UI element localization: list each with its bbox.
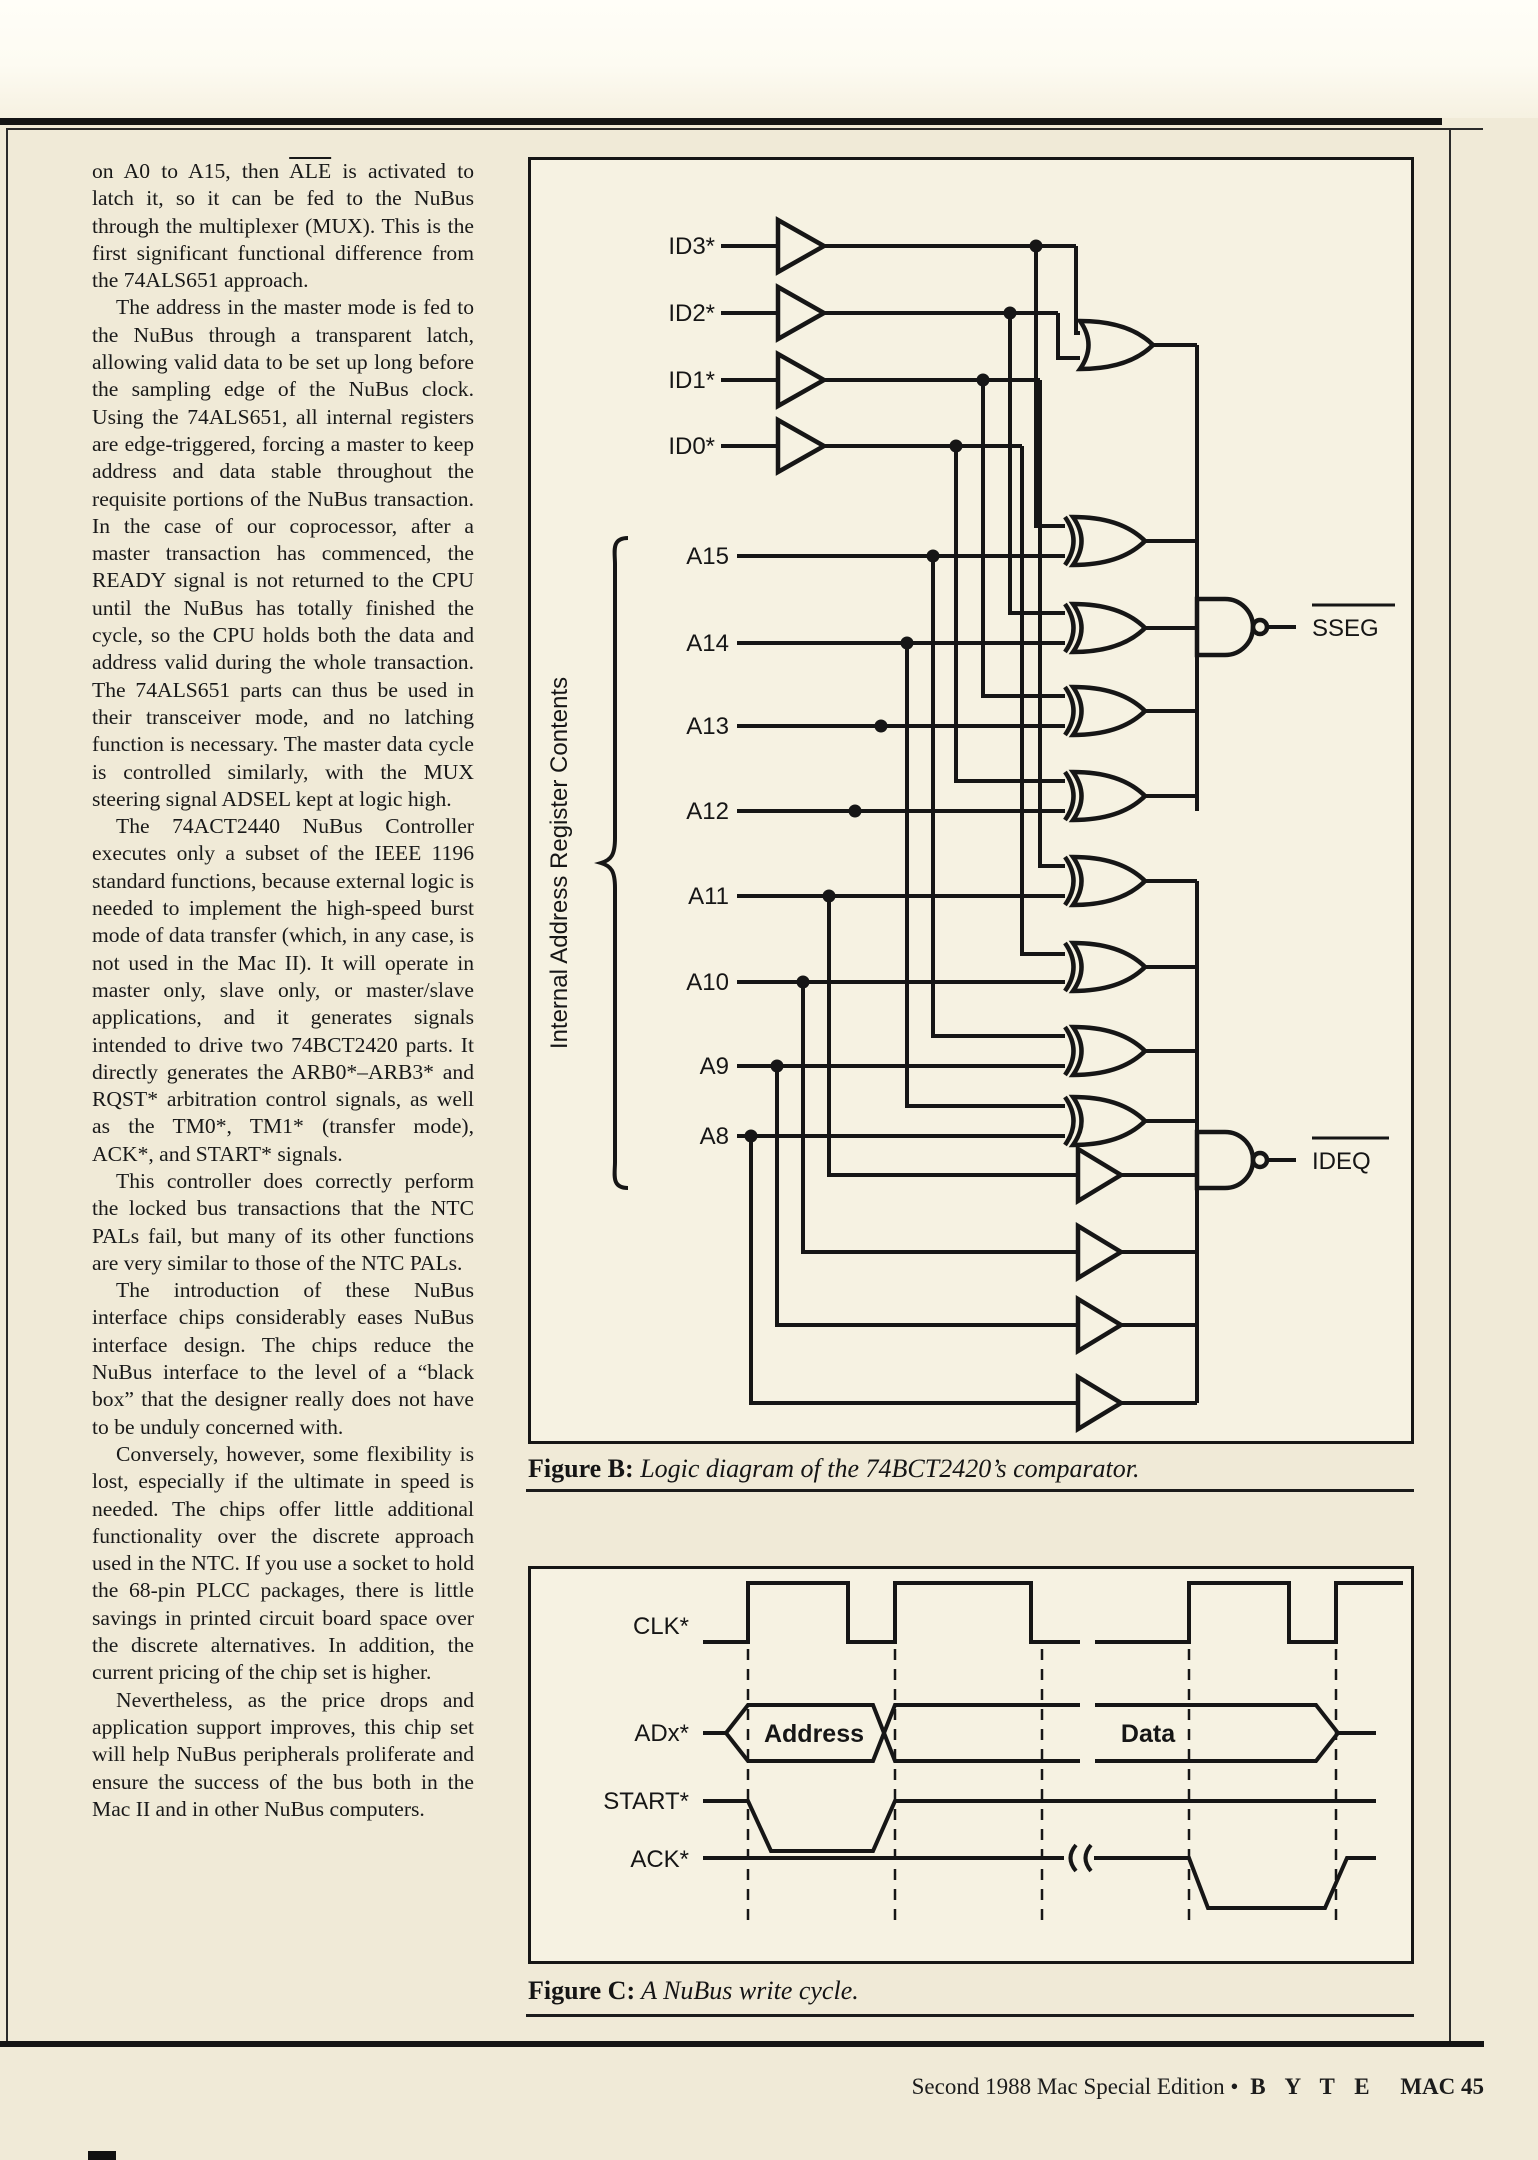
a11-tap	[827, 896, 1078, 1177]
buffer-outputs	[1121, 1173, 1197, 1405]
sseg-label: SSEG	[1312, 615, 1379, 642]
footer-edition: Second 1988 Mac Special Edition	[911, 2074, 1225, 2099]
paragraph: This controller does correctly perform t…	[92, 1168, 474, 1275]
paragraph: Nevertheless, as the price drops and app…	[92, 1687, 474, 1821]
xor-upper-outputs	[1145, 539, 1197, 798]
id3-label: ID3*	[668, 233, 715, 260]
article-text-column: on A0 to A15, then ALE is activated to l…	[92, 158, 474, 1823]
a10-label: A10	[686, 969, 729, 996]
ack-label: ACK*	[630, 1846, 689, 1873]
id0-label: ID0*	[668, 433, 715, 460]
bottom-buffers	[1075, 1145, 1126, 1433]
bottom-rule	[0, 2041, 1484, 2047]
buffer-icon	[775, 350, 829, 410]
nand-gate-icon	[1194, 596, 1256, 658]
adx-bus-edge	[724, 1703, 1340, 1763]
id3-wire	[824, 244, 1080, 335]
address-phase-label: Address	[764, 1720, 864, 1748]
a8-tap	[749, 1136, 1078, 1405]
top-rule-thin	[6, 128, 1483, 130]
junction-dots	[744, 239, 1043, 1143]
figure-b-caption: Figure B: Logic diagram of the 74BCT2420…	[528, 1454, 1140, 1483]
comparator-logic-diagram: ID3* ID2* ID1* ID0* Internal Address Reg…	[546, 216, 1395, 1433]
id0-wire	[824, 444, 1071, 956]
paragraph: Conversely, however, some flexibility is…	[92, 1441, 474, 1685]
xor-lower-outputs	[1145, 879, 1197, 1123]
footer-bullet: •	[1230, 2074, 1239, 2099]
or-gate-icon	[1075, 318, 1157, 372]
nubus-write-cycle-timing: CLK* ADx* START* ACK* Address Data	[603, 1581, 1403, 1929]
brace-label: Internal Address Register Contents	[546, 677, 573, 1049]
a11-label: A11	[688, 883, 729, 910]
top-rule	[0, 118, 1442, 125]
paragraph: The introduction of these NuBus interfac…	[92, 1278, 474, 1439]
frame-left	[6, 128, 8, 2043]
data-phase-label: Data	[1121, 1720, 1176, 1748]
ideq-label: IDEQ	[1312, 1148, 1371, 1175]
start-waveform	[703, 1799, 1376, 1853]
a14-tap	[905, 643, 1071, 1108]
time-break-icon	[1068, 1843, 1093, 1873]
clock-sample-dashes	[746, 1649, 1338, 1929]
id3-tap	[1034, 246, 1071, 528]
frame-right	[1449, 128, 1451, 2043]
scan-artifact	[88, 2151, 116, 2160]
id1-label: ID1*	[668, 367, 715, 394]
clk-waveform	[703, 1581, 1403, 1644]
id1-tap	[981, 380, 1071, 698]
a9-label: A9	[700, 1053, 729, 1080]
adx-bus-edge	[724, 1703, 1340, 1763]
inverter-bubble-icon	[1250, 617, 1270, 637]
start-label: START*	[603, 1788, 689, 1815]
a14-label: A14	[686, 630, 729, 657]
xor-gates-lower	[1063, 854, 1149, 1148]
page-top-margin	[0, 0, 1538, 118]
id2-label: ID2*	[668, 300, 715, 327]
figure-c-rule	[526, 2014, 1414, 2017]
ack-waveform	[703, 1856, 1376, 1910]
a9-tap	[775, 1066, 1078, 1327]
a8-label: A8	[700, 1123, 729, 1150]
a15-label: A15	[686, 543, 729, 570]
page-footer: Second 1988 Mac Special Edition • B Y T …	[912, 2074, 1484, 2100]
adx-label: ADx*	[634, 1720, 689, 1747]
id2-wire	[824, 311, 1080, 360]
paragraph: on A0 to A15, then ALE is activated to l…	[92, 159, 474, 293]
nand-gate-icon	[1194, 1129, 1256, 1191]
footer-magazine: B Y T E	[1250, 2074, 1377, 2099]
figure-c-caption: Figure C: A NuBus write cycle.	[528, 1976, 859, 2005]
address-brace	[594, 536, 629, 1190]
clk-label: CLK*	[633, 1613, 689, 1640]
a13-label: A13	[686, 713, 729, 740]
paragraph: The 74ACT2440 NuBus Controller executes …	[92, 814, 474, 1166]
buffer-icon	[775, 216, 829, 276]
a15-tap	[931, 556, 1071, 1038]
id-input-wires	[721, 244, 778, 448]
paragraph: The address in the master mode is fed to…	[92, 295, 474, 811]
inverter-bubble-icon	[1250, 1150, 1270, 1170]
id1-wire	[824, 378, 1071, 868]
ale-overline-text: ALE	[289, 159, 332, 183]
buffer-icon	[775, 283, 829, 343]
buffer-icon	[775, 416, 829, 476]
a12-label: A12	[686, 798, 729, 825]
xor-gates-upper	[1063, 514, 1149, 823]
id2-tap	[1008, 313, 1071, 615]
a10-tap	[801, 982, 1078, 1254]
figure-c-box: CLK* ADx* START* ACK* Address Data	[528, 1566, 1414, 1964]
figure-b-box: ID3* ID2* ID1* ID0* Internal Address Reg…	[528, 157, 1414, 1444]
footer-page-number: MAC 45	[1400, 2074, 1484, 2099]
figure-b-rule	[526, 1489, 1414, 1492]
